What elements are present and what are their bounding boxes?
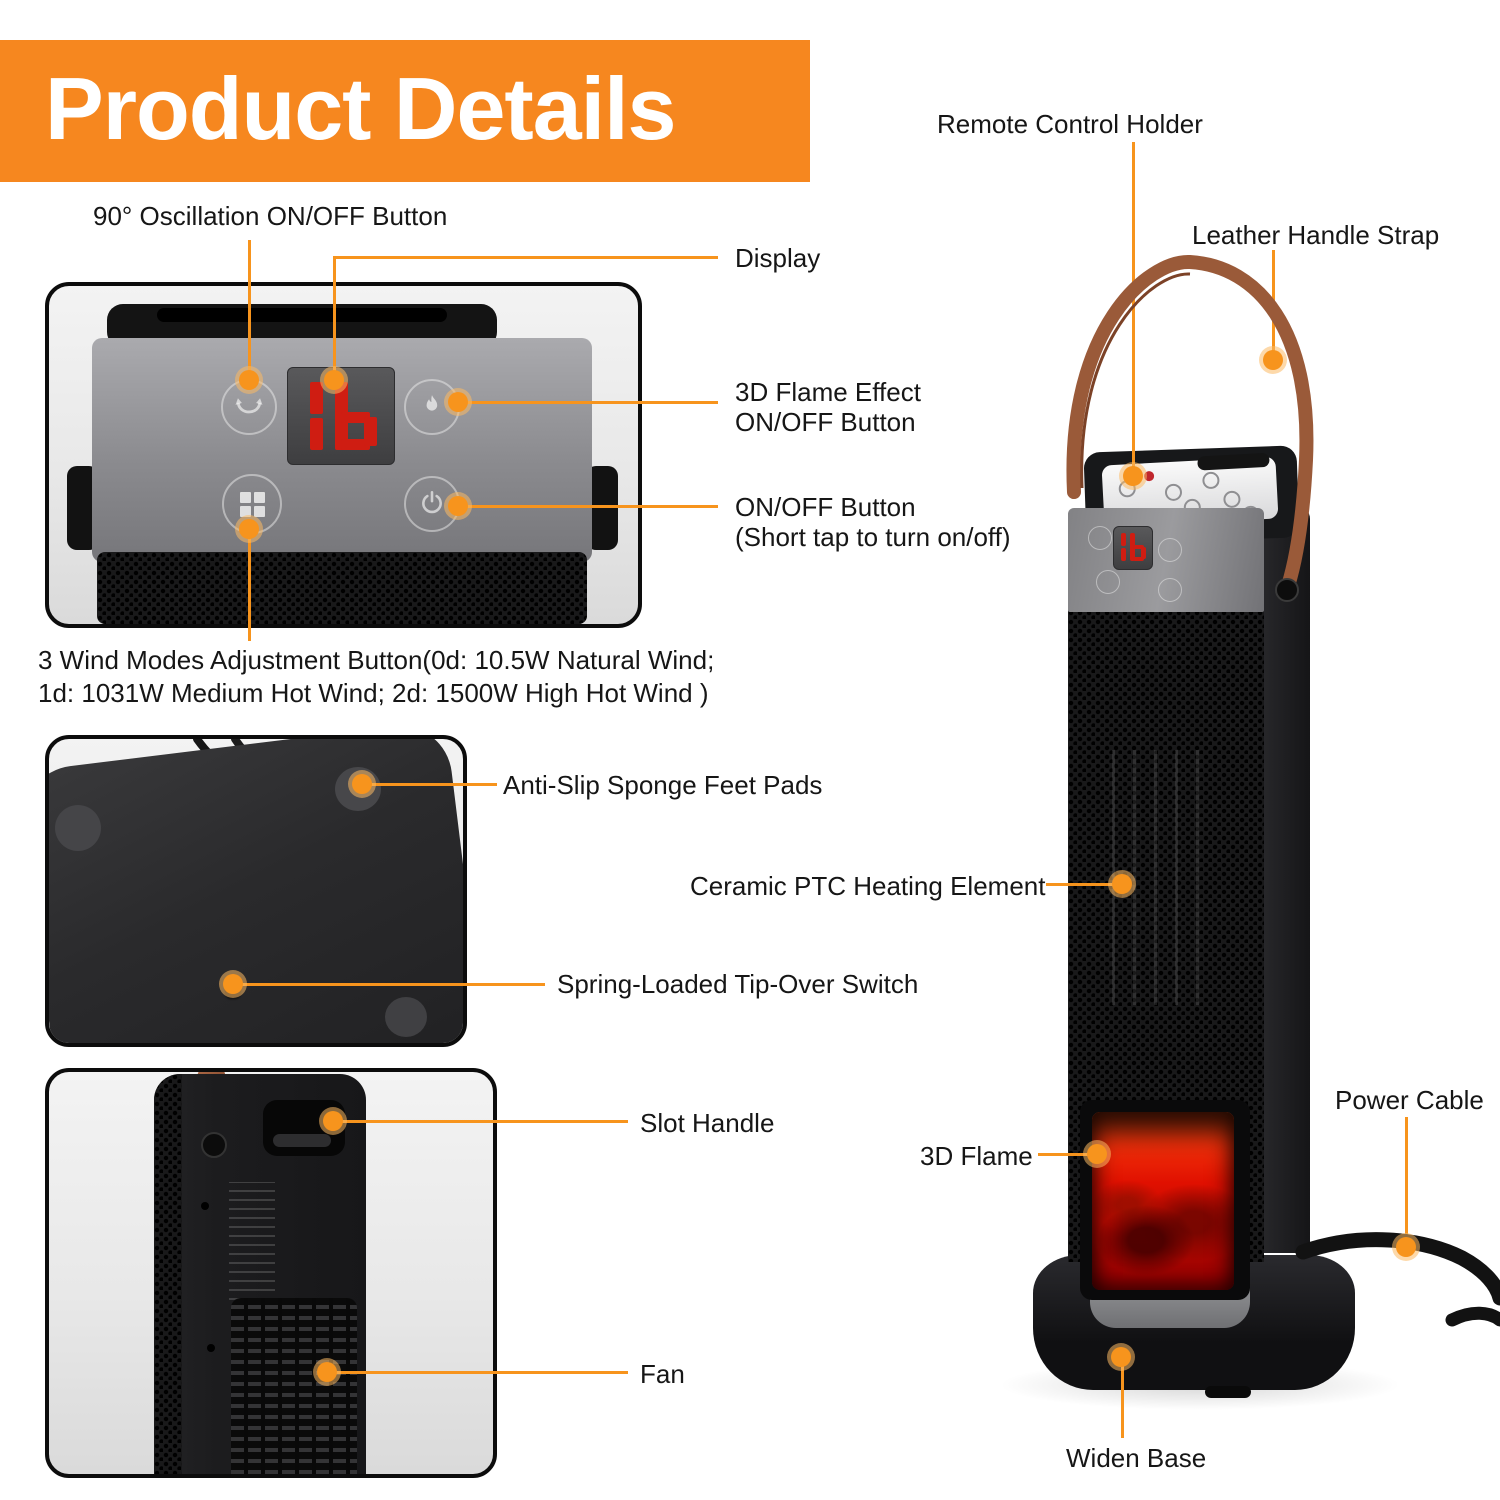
callout-line-oscillation [248, 240, 251, 380]
upper-vent [229, 1182, 275, 1300]
callout-dot-strap [1263, 350, 1283, 370]
label-power-cable: Power Cable [1335, 1085, 1484, 1115]
label-remote-holder: Remote Control Holder [937, 109, 1203, 139]
label-wind-modes: 3 Wind Modes Adjustment Button(0d: 10.5W… [38, 645, 715, 708]
power-icon [422, 491, 442, 514]
remote-button-icon [1201, 471, 1220, 490]
foot-pad [385, 997, 427, 1037]
label-oscillation: 90° Oscillation ON/OFF Button [93, 201, 448, 231]
callout-dot-cable [1396, 1237, 1416, 1257]
power-cable-loop [1445, 1306, 1500, 1327]
callout-line-tipover [235, 983, 545, 986]
tower-side-panel [1263, 505, 1310, 1253]
callout-dot-feet [352, 774, 372, 794]
flame-icon [426, 395, 438, 411]
callout-line-fan [330, 1371, 628, 1374]
label-leather-strap: Leather Handle Strap [1192, 220, 1440, 250]
mesh-band [97, 552, 587, 624]
callout-line-wind [248, 528, 251, 641]
remote-button-icon [1164, 483, 1183, 502]
callout-line-display-v [333, 256, 336, 380]
callout-dot-3d-flame [1087, 1144, 1107, 1164]
callout-line-strap [1272, 250, 1275, 362]
rotate-arrows-icon [235, 398, 263, 414]
label-on-off: ON/OFF Button(Short tap to turn on/off) [735, 492, 1011, 552]
page-title: Product Details [45, 58, 676, 158]
title-banner: Product Details [0, 40, 810, 182]
callout-dot-display [324, 370, 344, 390]
screw-hole [201, 1202, 209, 1210]
grid-icon [239, 491, 265, 517]
photo-base-underside [45, 735, 467, 1047]
callout-dot-oscillation [239, 370, 259, 390]
callout-line-3d-flame [1038, 1153, 1096, 1156]
photo-control-panel [45, 282, 642, 628]
callout-line-ceramic [1046, 883, 1122, 886]
screw-hole [207, 1344, 215, 1352]
callout-dot-remote [1123, 466, 1143, 486]
label-display: Display [735, 243, 821, 273]
callout-line-slot [336, 1120, 628, 1123]
label-ceramic-element: Ceramic PTC Heating Element [690, 871, 1046, 901]
foot-pad [55, 805, 101, 851]
callout-line-flame [458, 401, 718, 404]
callout-line-cable [1405, 1117, 1408, 1245]
mini-power-button [1158, 578, 1182, 602]
callout-dot-flame [448, 392, 468, 412]
strap-rivet [201, 1132, 227, 1158]
label-3d-flame: 3D Flame [920, 1141, 1033, 1171]
slot-handle-lip [273, 1134, 331, 1147]
label-fan: Fan [640, 1359, 685, 1389]
callout-dot-base [1111, 1347, 1131, 1367]
photo-back-fan [45, 1068, 497, 1478]
callout-line-power [458, 505, 718, 508]
mini-led-display [1113, 526, 1153, 570]
callout-line-base [1121, 1360, 1124, 1438]
base-foot [1205, 1386, 1251, 1398]
side-mesh-strip [154, 1074, 182, 1474]
callout-dot-wind [239, 519, 259, 539]
callout-dot-fan [317, 1362, 337, 1382]
callout-line-remote [1132, 142, 1135, 476]
callout-dot-slot [323, 1111, 343, 1131]
mini-oscillation-button [1088, 526, 1112, 550]
callout-line-feet [362, 783, 497, 786]
label-slot-handle: Slot Handle [640, 1108, 775, 1138]
top-slot [157, 308, 447, 322]
label-tipover-switch: Spring-Loaded Tip-Over Switch [557, 969, 919, 999]
tray-slot [1197, 452, 1270, 471]
callout-line-display-h [333, 256, 718, 259]
callout-dot-tipover [223, 974, 243, 994]
indicator-dot [1143, 470, 1155, 482]
fan-vent [231, 1298, 357, 1474]
mini-wind-button [1096, 570, 1120, 594]
mini-flame-button [1158, 538, 1182, 562]
label-feet-pads: Anti-Slip Sponge Feet Pads [503, 770, 823, 800]
remote-button-icon [1223, 490, 1241, 509]
3d-flame-display [1092, 1112, 1234, 1290]
callout-dot-ceramic [1112, 874, 1132, 894]
callout-dot-power [448, 496, 468, 516]
control-band [1068, 508, 1264, 612]
label-widen-base: Widen Base [1066, 1443, 1207, 1473]
